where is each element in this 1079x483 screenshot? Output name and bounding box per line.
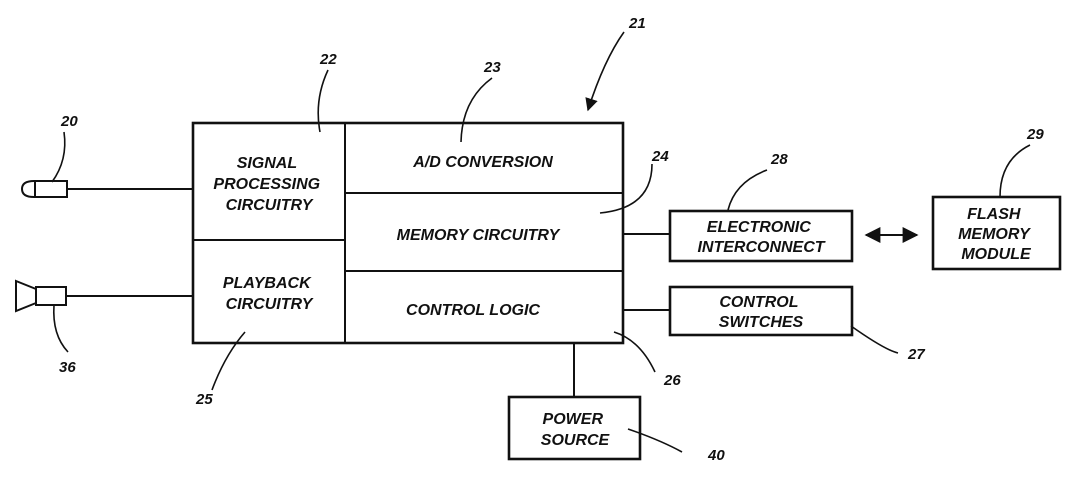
ref-22: 22	[319, 51, 337, 68]
leader-22	[317, 69, 329, 133]
control-switches-label: CONTROL SWITCHES	[719, 294, 804, 331]
leader-25	[211, 331, 246, 391]
ref-24: 24	[651, 148, 669, 165]
leader-20	[51, 131, 66, 183]
ref-27: 27	[907, 346, 925, 363]
control-switches-box	[668, 285, 854, 337]
ref-21: 21	[628, 15, 646, 32]
ad-conversion-label: A/D CONVERSION	[412, 154, 553, 171]
control-logic-label: CONTROL LOGIC	[406, 302, 540, 319]
ref-40: 40	[707, 447, 725, 464]
memory-circuitry-label: MEMORY CIRCUITRY	[397, 227, 561, 244]
flash-memory-module-label: FLASH MEMORY MODULE	[958, 206, 1034, 263]
power-source-box	[507, 395, 642, 461]
ref-28: 28	[770, 151, 788, 168]
signal-processing-label: SIGNAL PROCESSING CIRCUITRY	[213, 155, 324, 214]
flash-memory-module-box	[931, 195, 1062, 271]
leader-26	[613, 331, 656, 373]
leader-40	[627, 428, 683, 453]
leader-23	[460, 77, 493, 143]
main-unit-outline	[191, 121, 625, 345]
ref-36: 36	[59, 359, 76, 376]
leader-29	[999, 144, 1031, 198]
ref-20: 20	[60, 113, 78, 130]
ref-25: 25	[195, 391, 213, 408]
microphone-icon	[20, 180, 68, 198]
leader-28	[727, 169, 768, 211]
leader-27	[850, 325, 899, 354]
leader-21-arrow	[585, 31, 625, 112]
electronic-interconnect-box	[668, 209, 854, 263]
electronic-interconnect-label: ELECTRONIC INTERCONNECT	[697, 219, 825, 256]
leader-36	[52, 304, 69, 353]
ref-26: 26	[663, 372, 681, 389]
leader-24	[599, 163, 653, 214]
speaker-icon	[15, 279, 67, 313]
playback-label: PLAYBACK CIRCUITRY	[223, 275, 315, 313]
main-unit	[191, 121, 625, 345]
ref-23: 23	[483, 59, 501, 76]
ref-29: 29	[1026, 126, 1044, 143]
power-source-label: POWER SOURCE	[541, 411, 611, 449]
